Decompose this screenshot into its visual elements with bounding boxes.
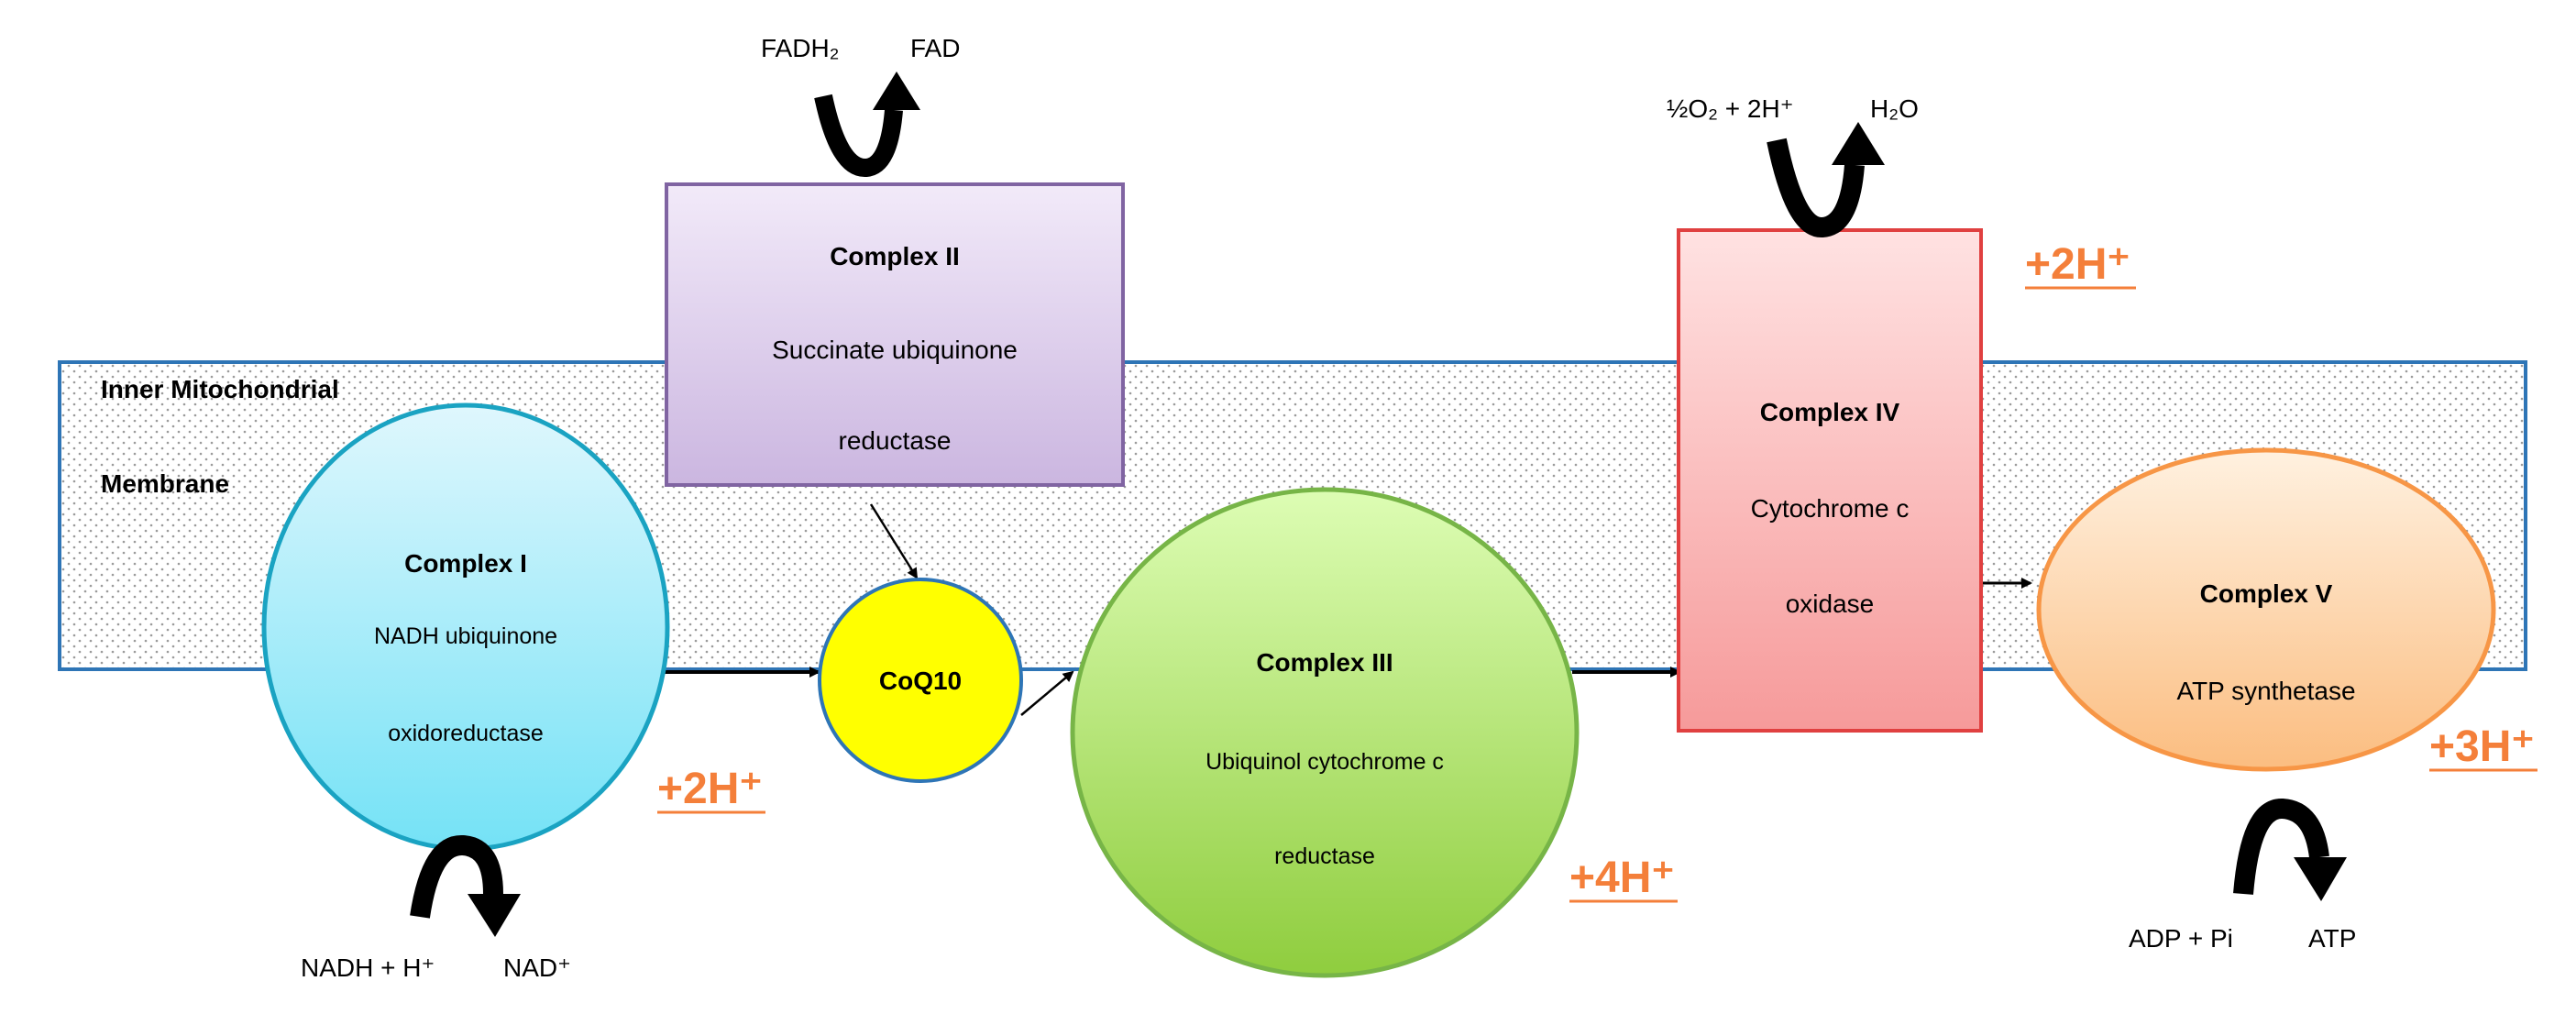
complex-1-proton: +2H⁺ [657, 765, 763, 813]
complex-3-name-line1: Ubiquinol cytochrome c [1205, 749, 1444, 775]
proton-label-complex-4: +2H⁺ [2025, 240, 2136, 290]
complex-4: Complex IV Cytochrome c oxidase [1677, 228, 1983, 733]
proton-label-complex-3: +4H⁺ [1569, 854, 1678, 903]
complex-1-product: NAD⁺ [503, 953, 571, 982]
complex-4-proton: +2H⁺ [2025, 240, 2130, 289]
coq10-label: CoQ10 [879, 667, 962, 695]
complex-5-product: ATP [2308, 924, 2356, 953]
complex-2-title: Complex II [830, 242, 960, 270]
complex-2-name-line1: Succinate ubiquinone [772, 336, 1018, 364]
complex-5: Complex V ATP synthetase [2036, 447, 2496, 772]
curved-arrow-icon [2233, 799, 2347, 901]
electron-flow-arrows [665, 503, 2032, 716]
membrane-label-line2: Membrane [101, 469, 229, 498]
complex-1-title: Complex I [404, 549, 527, 578]
complex-1-name-line2: oxidoreductase [388, 721, 544, 746]
complex-4-substrate: ½O₂ + 2H⁺ [1667, 94, 1793, 123]
complex-3-title: Complex III [1256, 648, 1393, 677]
complex-4-name-line1: Cytochrome c [1751, 494, 1910, 523]
complex-1-substrate: NADH + H⁺ [301, 953, 435, 982]
complex-2-name-line2: reductase [839, 426, 952, 455]
complex-2-product: FAD [910, 34, 960, 62]
complex-3-name-line2: reductase [1274, 843, 1375, 869]
complex-3: Complex III Ubiquinol cytochrome c reduc… [1070, 487, 1580, 978]
coq10: CoQ10 [818, 578, 1023, 783]
complex-5-title: Complex V [2200, 579, 2333, 608]
complex-4-product: H₂O [1870, 94, 1919, 123]
proton-label-complex-5: +3H⁺ [2429, 722, 2537, 772]
complex-5-name-line1: ATP synthetase [2176, 677, 2355, 705]
complex-3-proton: +4H⁺ [1569, 854, 1675, 902]
complex-5-proton: +3H⁺ [2429, 722, 2535, 771]
curved-arrow-icon [410, 835, 521, 937]
complex-5-substrate: ADP + Pi [2129, 924, 2233, 953]
complex-4-title: Complex IV [1760, 398, 1900, 426]
complex-2-substrate: FADH₂ [761, 34, 840, 62]
curved-arrow-icon [814, 72, 920, 177]
complex-1-name-line1: NADH ubiquinone [374, 623, 557, 649]
curved-arrow-icon [1767, 122, 1885, 237]
membrane-label-line1: Inner Mitochondrial [101, 375, 339, 403]
complex-1: Complex I NADH ubiquinone oxidoreductase [261, 402, 670, 852]
complex-4-name-line2: oxidase [1786, 590, 1875, 618]
proton-label-complex-1: +2H⁺ [657, 765, 765, 814]
complex-2: Complex II Succinate ubiquinone reductas… [665, 182, 1125, 487]
